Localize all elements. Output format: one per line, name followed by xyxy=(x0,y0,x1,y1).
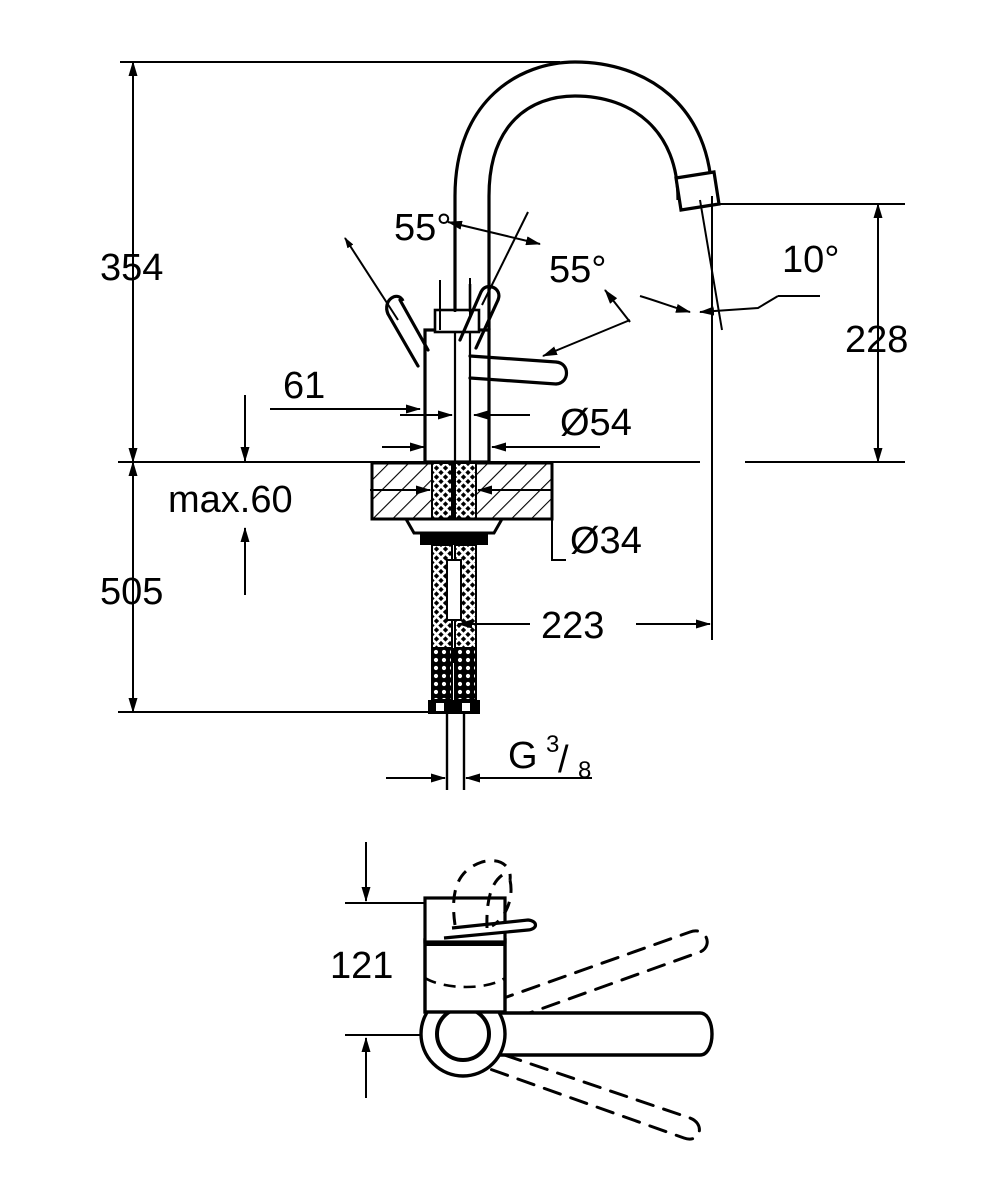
dimension-223-label: 223 xyxy=(541,605,604,647)
dimension-223: 223 xyxy=(457,605,711,647)
dimension-max60-label: max.60 xyxy=(168,479,293,521)
dimension-d54: Ø54 xyxy=(382,402,632,452)
dimension-d54-label: Ø54 xyxy=(560,402,632,444)
dimension-228: 228 xyxy=(845,203,908,463)
dimension-g38-letter: G xyxy=(508,735,538,777)
plan-view: 121 xyxy=(330,842,714,1141)
plan-body xyxy=(423,896,507,1014)
angle-55-right: 55° xyxy=(447,211,631,357)
dimension-g38-numerator: 3 xyxy=(546,731,559,758)
angle-55-left-label: 55° xyxy=(394,207,451,249)
plan-spout xyxy=(462,1011,714,1057)
dimension-505-label: 505 xyxy=(100,571,163,613)
spout-swivel-range xyxy=(468,929,709,1141)
dimension-g38-slash: / xyxy=(558,739,569,781)
angle-10-label: 10° xyxy=(782,239,839,281)
spout-tube xyxy=(453,60,721,330)
dimension-g38-denominator: 8 xyxy=(578,757,591,784)
lever-left-outline xyxy=(398,298,430,352)
dimension-121-label: 121 xyxy=(330,945,393,987)
dimension-max60: max.60 xyxy=(168,395,293,595)
plan-lever-handle xyxy=(443,859,538,940)
dimension-228-label: 228 xyxy=(845,319,908,361)
elevation-view: 354 505 max.60 228 61 xyxy=(100,60,908,790)
mixer-body xyxy=(423,284,491,464)
angle-55-right-label: 55° xyxy=(549,249,606,291)
dimension-d34: Ø34 xyxy=(370,485,642,562)
dimension-505: 505 xyxy=(100,461,163,713)
dimension-61: 61 xyxy=(270,365,426,437)
dimension-g38: G 3 / 8 xyxy=(386,731,592,784)
dimension-d34-label: Ø34 xyxy=(570,520,642,562)
aerator-block xyxy=(674,170,721,212)
threaded-shank xyxy=(403,462,505,790)
dimension-354: 354 xyxy=(100,61,163,463)
dimension-121: 121 xyxy=(330,842,393,1098)
angle-10: 10° xyxy=(639,199,839,331)
angle-55-left: 55° xyxy=(344,207,471,330)
dimension-354-label: 354 xyxy=(100,247,163,289)
dimension-61-label: 61 xyxy=(283,365,325,407)
